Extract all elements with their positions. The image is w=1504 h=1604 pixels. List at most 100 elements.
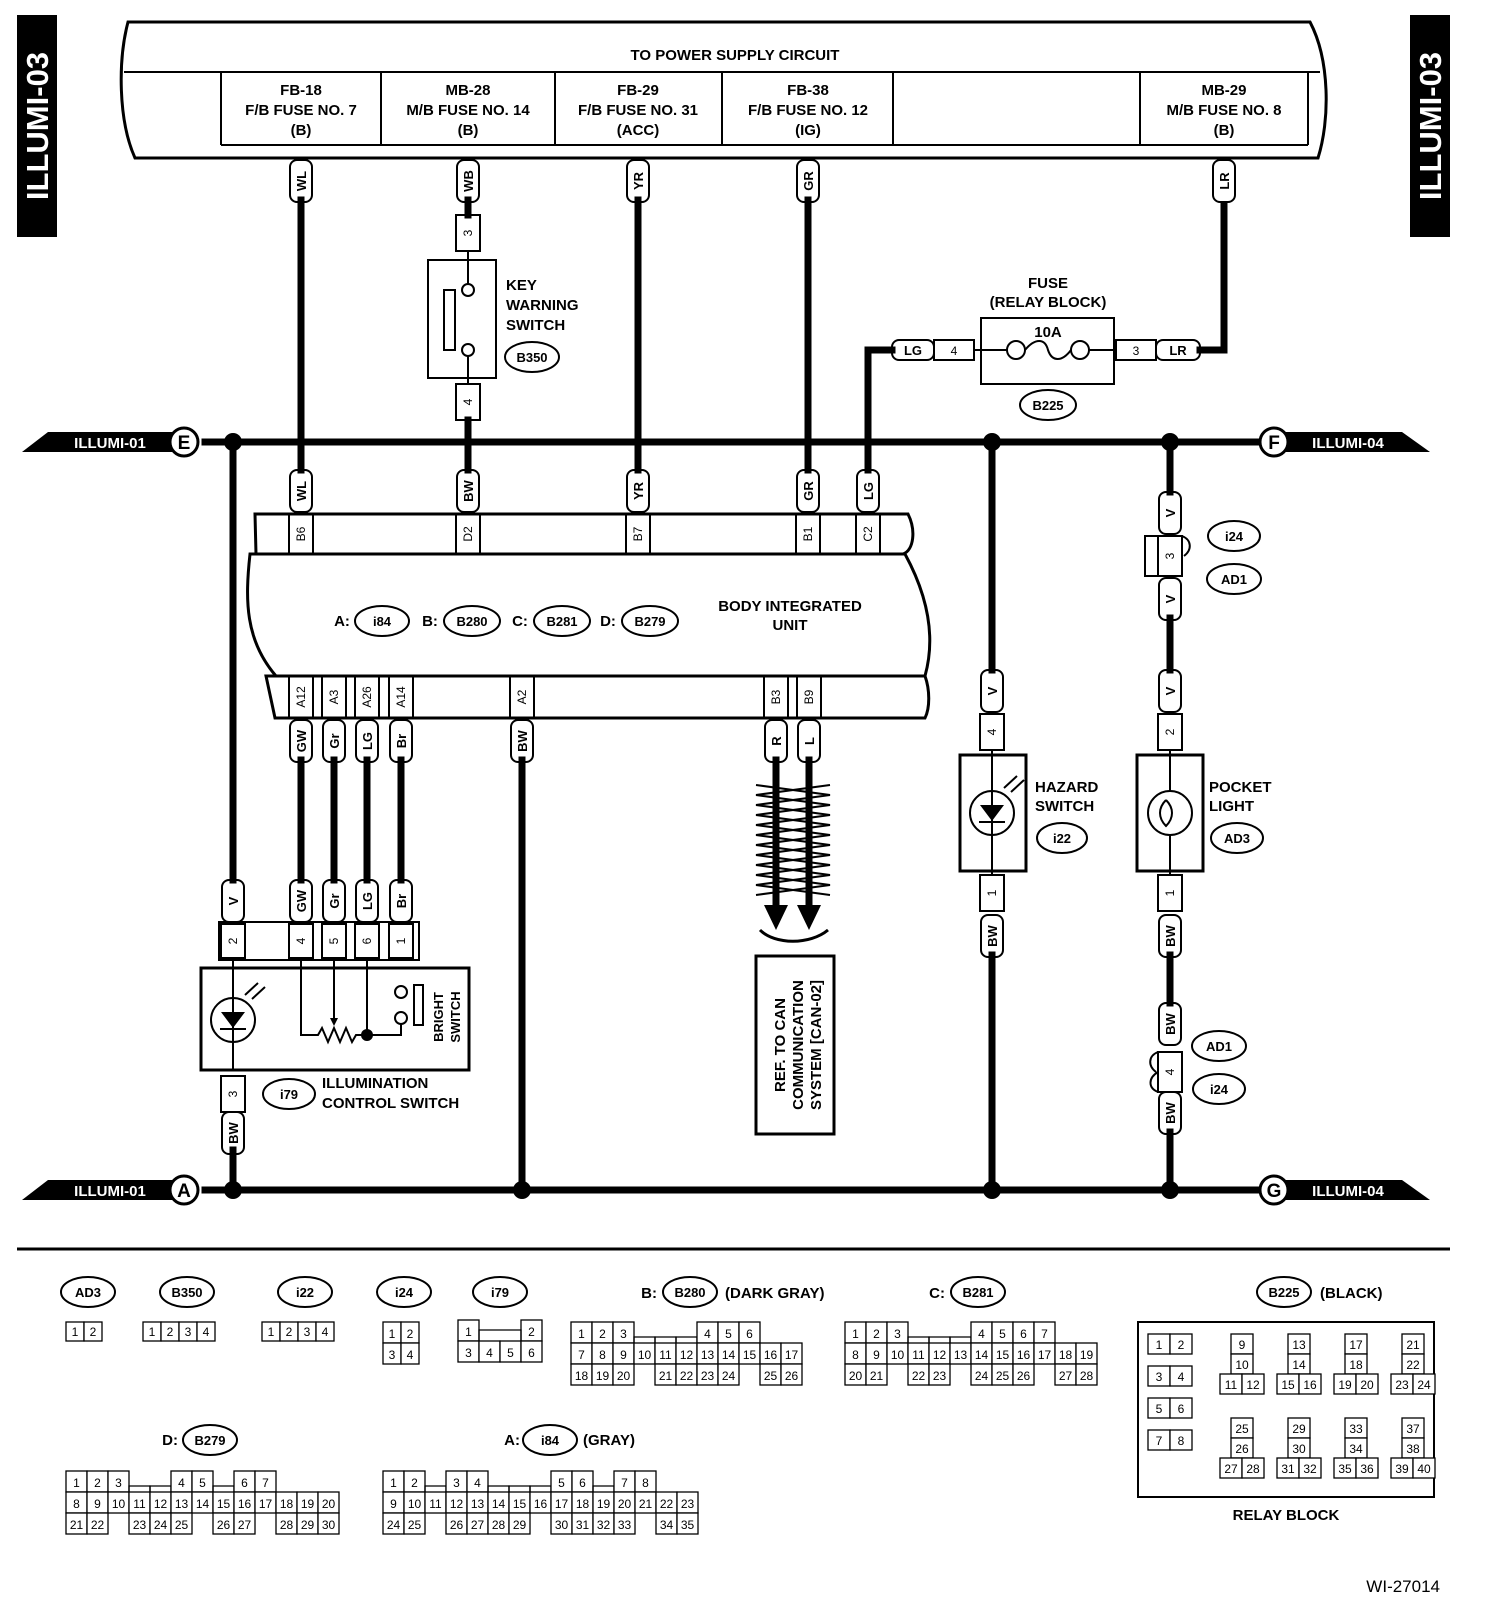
connector-pin: 28 xyxy=(280,1518,294,1532)
svg-text:C:: C: xyxy=(512,613,528,630)
svg-text:ILLUMINATION: ILLUMINATION xyxy=(322,1075,428,1092)
relay-cell: 25 xyxy=(1235,1422,1249,1436)
relay-cell: 34 xyxy=(1349,1442,1363,1456)
connector-pin: 5 xyxy=(199,1476,206,1490)
svg-text:BW: BW xyxy=(1163,1101,1178,1123)
svg-text:F/B FUSE NO. 12: F/B FUSE NO. 12 xyxy=(748,102,868,119)
svg-text:B7: B7 xyxy=(631,526,645,541)
connector-pin: 21 xyxy=(870,1369,884,1383)
connector-pin: 12 xyxy=(450,1497,464,1511)
connector-pin: 19 xyxy=(596,1369,610,1383)
connector-pin: 3 xyxy=(185,1325,192,1339)
connector-pin: 26 xyxy=(450,1518,464,1532)
svg-text:(IG): (IG) xyxy=(795,122,821,139)
svg-text:1: 1 xyxy=(1163,889,1177,896)
connector-pin: 30 xyxy=(555,1518,569,1532)
connector-pin: 25 xyxy=(175,1518,189,1532)
wire-tag-Br-biu: Br xyxy=(389,719,413,763)
illumination-control-switch: 2 4 5 6 1 BRIGHT SWITCH 3 i79 ILLUMINATI… xyxy=(199,921,471,1113)
relay-cell: 19 xyxy=(1338,1378,1352,1392)
svg-text:B279: B279 xyxy=(634,614,665,629)
connector-pin: 1 xyxy=(852,1327,859,1341)
svg-text:3: 3 xyxy=(226,1090,240,1097)
svg-text:5: 5 xyxy=(327,937,341,944)
connector-pin: 23 xyxy=(933,1369,947,1383)
svg-text:F: F xyxy=(1268,433,1280,454)
svg-text:i22: i22 xyxy=(1053,831,1071,846)
connector-pin: 8 xyxy=(73,1497,80,1511)
svg-text:B280: B280 xyxy=(456,614,487,629)
svg-text:V: V xyxy=(226,896,241,905)
connector-pin: 21 xyxy=(639,1497,653,1511)
legend-i84-code: i84 xyxy=(541,1433,560,1448)
relay-cell: 30 xyxy=(1292,1442,1306,1456)
svg-text:LIGHT: LIGHT xyxy=(1209,798,1254,815)
legend-i22-code: i22 xyxy=(296,1285,314,1300)
relay-cell: 16 xyxy=(1303,1378,1317,1392)
wire-tag-Gr-biu: Gr xyxy=(322,719,346,763)
svg-text:COMMUNICATION: COMMUNICATION xyxy=(790,980,807,1110)
wires xyxy=(201,196,1264,1199)
connector-pin: 11 xyxy=(429,1497,442,1511)
svg-text:B225: B225 xyxy=(1032,398,1063,413)
connector-pin: 4 xyxy=(407,1348,414,1362)
fuse-cell-5: MB-29 M/B FUSE NO. 8 (B) xyxy=(1166,82,1281,139)
legend-i84-note: (GRAY) xyxy=(583,1432,635,1449)
relay-cell: 6 xyxy=(1178,1402,1185,1416)
connector-pin: 13 xyxy=(471,1497,485,1511)
wire-tag-WL-biu: WL xyxy=(289,469,313,513)
connector-pin: 19 xyxy=(597,1497,611,1511)
relay-cell: 15 xyxy=(1281,1378,1295,1392)
svg-text:GR: GR xyxy=(801,171,816,191)
legend-B350-code: B350 xyxy=(171,1285,202,1300)
svg-text:R: R xyxy=(769,736,784,746)
connector-pin: 17 xyxy=(785,1348,799,1362)
relay-cell: 11 xyxy=(1225,1378,1238,1392)
connector-pin: 8 xyxy=(852,1348,859,1362)
connector-pin: 1 xyxy=(389,1327,396,1341)
connector-pin: 26 xyxy=(217,1518,231,1532)
connector-pin: 24 xyxy=(154,1518,168,1532)
connector-pin: 6 xyxy=(1020,1327,1027,1341)
svg-text:A14: A14 xyxy=(394,686,408,708)
relay-cell: 33 xyxy=(1349,1422,1363,1436)
connector-pin: 14 xyxy=(492,1497,506,1511)
svg-text:SWITCH: SWITCH xyxy=(448,991,463,1042)
connector-pin: 25 xyxy=(764,1369,778,1383)
connector-pin: 9 xyxy=(390,1497,397,1511)
wire-tag-LG-biu: LG xyxy=(856,469,880,513)
connector-pin: 20 xyxy=(618,1497,632,1511)
svg-text:BW: BW xyxy=(461,479,476,501)
svg-text:BW: BW xyxy=(985,924,1000,946)
connector-pin: 4 xyxy=(203,1325,210,1339)
svg-text:ILLUMI-04: ILLUMI-04 xyxy=(1312,435,1384,452)
legend-AD3-code: AD3 xyxy=(75,1285,101,1300)
svg-text:LG: LG xyxy=(861,482,876,500)
svg-text:(B): (B) xyxy=(1214,122,1235,139)
legend-B281-code: B281 xyxy=(962,1285,993,1300)
connector-pin: 17 xyxy=(259,1497,273,1511)
svg-text:MB-28: MB-28 xyxy=(445,82,490,99)
connector-pin: 14 xyxy=(196,1497,210,1511)
relay-cell: 26 xyxy=(1235,1442,1249,1456)
fuse-cell-4: FB-38 F/B FUSE NO. 12 (IG) xyxy=(748,82,868,139)
joint-connector-top: 3 i24 AD1 xyxy=(1144,520,1262,595)
relay-cell: 17 xyxy=(1349,1338,1363,1352)
svg-text:ILLUMI-01: ILLUMI-01 xyxy=(74,1183,146,1200)
connector-pin: 2 xyxy=(873,1327,880,1341)
legend-i84-prefix: A: xyxy=(504,1432,520,1449)
svg-text:FB-18: FB-18 xyxy=(280,82,322,99)
connector-pin: 21 xyxy=(659,1369,673,1383)
svg-text:4: 4 xyxy=(951,344,958,358)
svg-text:AD1: AD1 xyxy=(1206,1039,1232,1054)
connector-pin: 15 xyxy=(996,1348,1010,1362)
connector-pin: 4 xyxy=(322,1325,329,1339)
svg-text:WL: WL xyxy=(294,171,309,191)
connector-pin: 25 xyxy=(408,1518,422,1532)
connector-pin: 15 xyxy=(217,1497,231,1511)
svg-text:V: V xyxy=(985,686,1000,695)
